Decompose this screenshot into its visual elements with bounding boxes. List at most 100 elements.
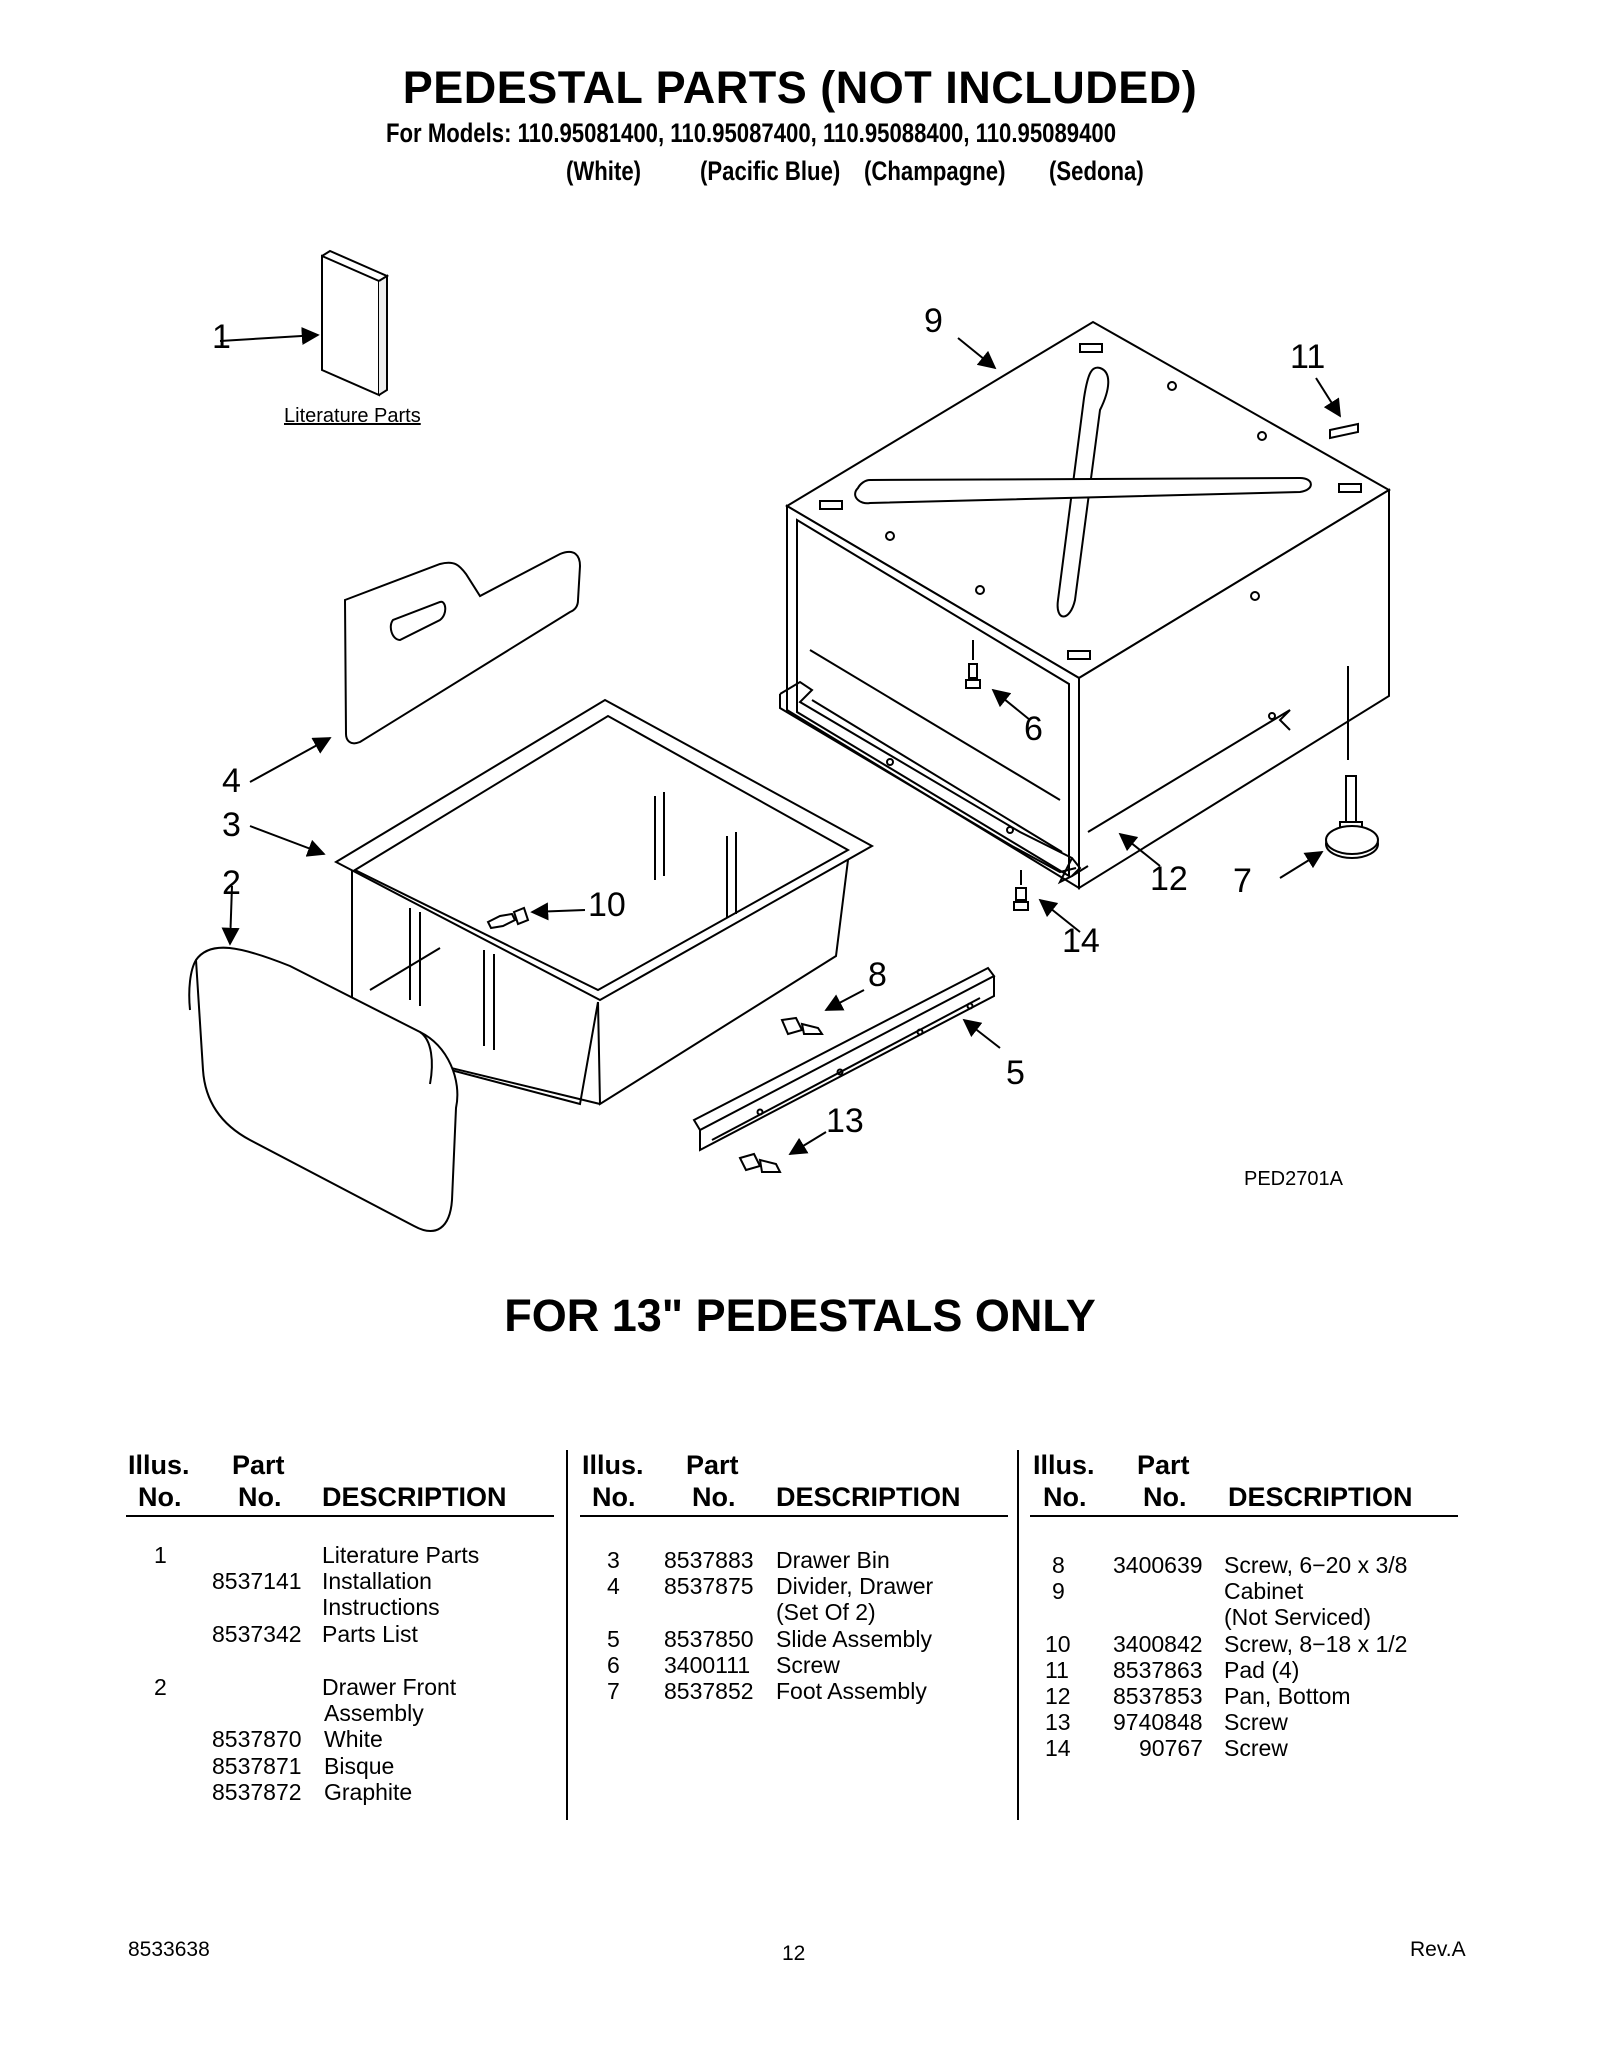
drawer-bin — [333, 698, 875, 1106]
illus-no: 8 — [1052, 1552, 1065, 1578]
col3-illus-header-2: No. — [1043, 1482, 1087, 1512]
drawer-front — [188, 946, 459, 1232]
col2-illus-header-2: No. — [592, 1482, 636, 1512]
illus-no: 11 — [1045, 1657, 1069, 1683]
illus-no: 14 — [1045, 1735, 1071, 1761]
callout-14: 14 — [1062, 922, 1100, 960]
col2-part-header-2: No. — [692, 1482, 736, 1512]
illus-no: 3 — [607, 1547, 620, 1573]
callout-1: 1 — [212, 318, 231, 356]
col2-illus-header-1: Illus. — [582, 1450, 644, 1480]
illus-no: 13 — [1045, 1709, 1071, 1735]
callout-12: 12 — [1150, 860, 1188, 898]
description: (Not Serviced) — [1224, 1604, 1371, 1630]
description: (Set Of 2) — [776, 1599, 876, 1625]
drawer-divider — [343, 550, 582, 745]
part-no: 8537853 — [1113, 1683, 1203, 1709]
part-no: 9740848 — [1113, 1709, 1203, 1735]
screw-10 — [486, 906, 530, 930]
col3-part-header-1: Part — [1137, 1450, 1190, 1480]
description: Bisque — [324, 1753, 395, 1779]
part-no: 3400111 — [664, 1652, 751, 1678]
callout-3: 3 — [222, 806, 241, 844]
part-no: 3400639 — [1113, 1552, 1203, 1578]
cabinet — [785, 320, 1391, 890]
part-no: 8537863 — [1113, 1657, 1203, 1683]
part-no: 8537883 — [664, 1547, 754, 1573]
color-white: (White) — [566, 156, 642, 186]
color-pacific-blue: (Pacific Blue) — [700, 156, 841, 186]
color-sedona: (Sedona) — [1049, 156, 1144, 186]
figure-code: PED2701A — [1244, 1168, 1343, 1190]
arrow-13 — [788, 1131, 827, 1155]
section-subtitle: FOR 13" PEDESTALS ONLY — [504, 1290, 1096, 1341]
callout-5: 5 — [1006, 1054, 1025, 1092]
part-no: 8537872 — [212, 1779, 302, 1805]
callout-4: 4 — [222, 762, 241, 800]
screw-14 — [1013, 870, 1029, 911]
col1-header-rule — [126, 1515, 554, 1517]
part-no: 8537141 — [212, 1568, 302, 1594]
description: Literature Parts — [322, 1542, 480, 1568]
models-line: For Models: 110.95081400, 110.95087400, … — [386, 118, 1117, 148]
description: Instructions — [322, 1594, 440, 1620]
description: Slide Assembly — [776, 1626, 932, 1652]
screw-6 — [965, 640, 981, 689]
col2-desc-header: DESCRIPTION — [776, 1482, 961, 1512]
col3-illus-header-1: Illus. — [1033, 1450, 1095, 1480]
callout-2: 2 — [222, 864, 241, 902]
col1-illus-header-2: No. — [138, 1482, 182, 1512]
bottom-pan — [779, 680, 1291, 885]
illus-no: 9 — [1052, 1578, 1065, 1604]
callout-13: 13 — [826, 1102, 864, 1140]
illus-no: 12 — [1045, 1683, 1071, 1709]
part-no: 8537871 — [212, 1753, 302, 1779]
description: Installation — [322, 1568, 432, 1594]
callout-7: 7 — [1233, 862, 1252, 900]
description: Divider, Drawer — [776, 1573, 934, 1599]
illus-no: 10 — [1045, 1631, 1071, 1657]
callout-11: 11 — [1290, 338, 1326, 376]
part-no: 90767 — [1139, 1735, 1203, 1761]
col1-desc-header: DESCRIPTION — [322, 1482, 507, 1512]
literature-booklet — [321, 249, 390, 397]
illus-no: 6 — [607, 1652, 620, 1678]
part-no: 8537852 — [664, 1678, 754, 1704]
color-champagne: (Champagne) — [864, 156, 1006, 186]
description: Foot Assembly — [776, 1678, 927, 1704]
arrow-11 — [1315, 377, 1341, 418]
column-divider-1 — [566, 1450, 568, 1820]
page-title: PEDESTAL PARTS (NOT INCLUDED) — [402, 62, 1198, 113]
col2-header-rule — [580, 1515, 1008, 1517]
pad — [1329, 422, 1359, 440]
screw-13 — [738, 1152, 782, 1173]
doc-number: 8533638 — [128, 1938, 210, 1961]
foot-assembly — [1325, 775, 1379, 859]
arrow-6 — [991, 688, 1031, 721]
illus-no: 7 — [607, 1678, 620, 1704]
arrow-1 — [219, 327, 320, 345]
col3-desc-header: DESCRIPTION — [1228, 1482, 1413, 1512]
callout-6: 6 — [1024, 710, 1043, 748]
description: Pan, Bottom — [1224, 1683, 1351, 1709]
callout-9: 9 — [924, 302, 943, 340]
col3-header-rule — [1030, 1515, 1458, 1517]
description: Screw — [1224, 1709, 1288, 1735]
part-no: 8537875 — [664, 1573, 754, 1599]
description: Graphite — [324, 1779, 413, 1805]
callout-10: 10 — [588, 886, 626, 924]
part-no: 8537870 — [212, 1726, 302, 1752]
description: Pad (4) — [1224, 1657, 1300, 1683]
illus-no: 2 — [154, 1674, 167, 1700]
exploded-parts-diagram — [188, 249, 1391, 1232]
literature-parts-label: Literature Parts — [284, 405, 421, 427]
col1-part-header-1: Part — [232, 1450, 285, 1480]
arrow-12 — [1118, 832, 1161, 867]
page-number: 12 — [782, 1942, 806, 1965]
description: Screw — [1224, 1735, 1288, 1761]
description: Assembly — [324, 1700, 424, 1726]
arrow-14 — [1038, 898, 1081, 933]
arrow-8 — [824, 989, 865, 1011]
description: Screw, 6−20 x 3/8 — [1224, 1552, 1408, 1578]
revision: Rev.A — [1410, 1938, 1466, 1961]
